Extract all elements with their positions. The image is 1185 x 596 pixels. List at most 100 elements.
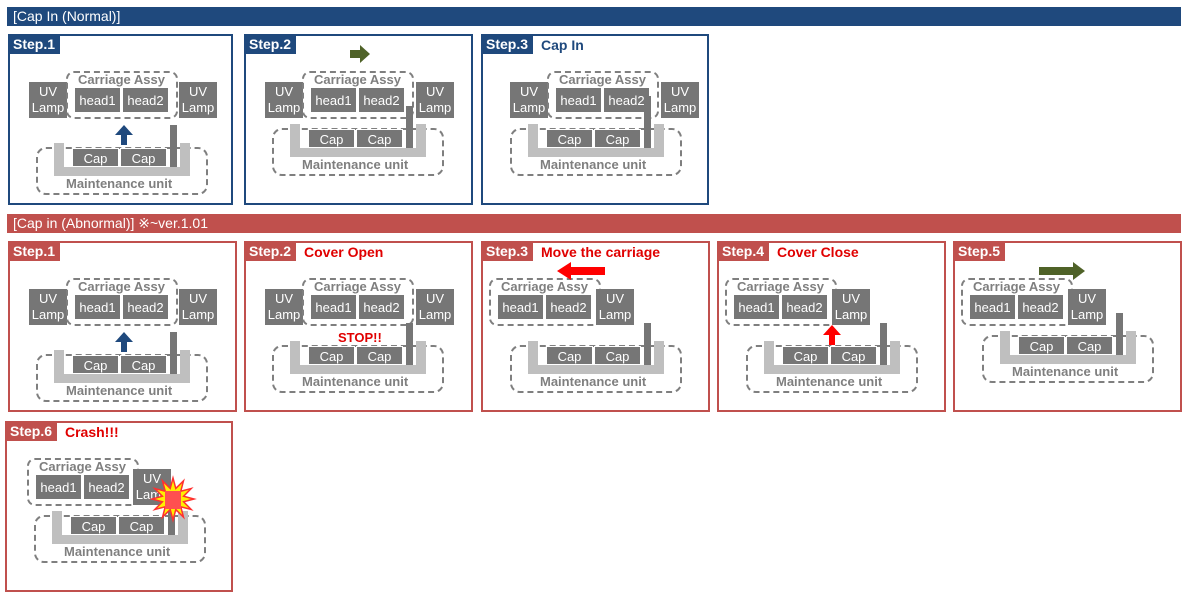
cap: Cap bbox=[72, 355, 119, 374]
uv-lamp-label-line1: UV bbox=[188, 291, 208, 306]
right-arrow-icon bbox=[350, 45, 370, 63]
cap: Cap bbox=[830, 346, 877, 365]
right-arrow-icon bbox=[1039, 262, 1085, 280]
maintenance-tray bbox=[290, 148, 426, 157]
maintenance-tray-wall bbox=[528, 341, 538, 367]
maintenance-tray-wall bbox=[528, 124, 538, 150]
maintenance-post bbox=[644, 96, 651, 148]
step-label: Step.3 bbox=[481, 34, 534, 54]
head2: head2 bbox=[781, 294, 828, 320]
carriage-assy-outline bbox=[66, 278, 178, 326]
head1: head1 bbox=[733, 294, 780, 320]
cap: Cap bbox=[782, 346, 829, 365]
uv-lamp-label-line2: Lamp bbox=[31, 307, 65, 322]
cap: Cap bbox=[356, 129, 403, 148]
cap: Cap bbox=[1066, 336, 1113, 355]
uv-lamp-label-line1: UV bbox=[841, 291, 861, 306]
maintenance-tray-wall bbox=[178, 511, 188, 537]
arrow-shape bbox=[115, 332, 133, 352]
explosion-core bbox=[165, 491, 181, 509]
uv-lamp-label-line2: Lamp bbox=[598, 307, 632, 322]
step-label: Step.5 bbox=[953, 241, 1006, 261]
head2: head2 bbox=[545, 294, 592, 320]
carriage-assy-label: Carriage Assy bbox=[314, 279, 401, 294]
arrow-shape bbox=[557, 262, 605, 280]
cap: Cap bbox=[1018, 336, 1065, 355]
uv-lamp-label-line2: Lamp bbox=[31, 100, 65, 115]
carriage-assy-outline bbox=[66, 71, 178, 119]
uv-lamp-label-line2: Lamp bbox=[181, 307, 215, 322]
maintenance-unit-label: Maintenance unit bbox=[66, 176, 173, 191]
arrow-shape bbox=[350, 45, 370, 63]
uv-lamp-label-line1: UV bbox=[38, 84, 58, 99]
maintenance-post bbox=[406, 323, 413, 365]
stop-label: STOP!! bbox=[338, 330, 382, 345]
maintenance-tray-wall bbox=[1000, 331, 1010, 357]
cap: Cap bbox=[308, 346, 355, 365]
head2: head2 bbox=[358, 294, 405, 320]
uv-lamp-label-line2: Lamp bbox=[1070, 307, 1104, 322]
carriage-assy-outline bbox=[302, 71, 414, 119]
uv-lamp-label-line2: Lamp bbox=[267, 307, 301, 322]
maintenance-tray bbox=[54, 374, 190, 383]
uv-lamp-label-line2: Lamp bbox=[418, 307, 452, 322]
maintenance-tray-wall bbox=[416, 341, 426, 367]
uv-lamp-label-line2: Lamp bbox=[663, 100, 697, 115]
cap: Cap bbox=[72, 148, 119, 167]
arrow-shape bbox=[1039, 262, 1085, 280]
cap: Cap bbox=[594, 346, 641, 365]
cap: Cap bbox=[118, 516, 165, 535]
uv-lamp-label-line1: UV bbox=[274, 84, 294, 99]
maintenance-tray-wall bbox=[890, 341, 900, 367]
head1: head1 bbox=[555, 87, 602, 113]
head1: head1 bbox=[969, 294, 1016, 320]
explosion-icon bbox=[149, 475, 197, 523]
carriage-assy-label: Carriage Assy bbox=[314, 72, 401, 87]
maintenance-unit-label: Maintenance unit bbox=[1012, 364, 1119, 379]
cap: Cap bbox=[120, 355, 167, 374]
uv-lamp-label-line1: UV bbox=[670, 84, 690, 99]
maintenance-tray-wall bbox=[180, 143, 190, 169]
step-caption: Cover Open bbox=[304, 244, 384, 260]
uv-lamp-label-line2: Lamp bbox=[512, 100, 546, 115]
maintenance-unit-label: Maintenance unit bbox=[64, 544, 171, 559]
maintenance-tray bbox=[528, 365, 664, 374]
head2: head2 bbox=[603, 87, 650, 113]
uv-lamp-label-line1: UV bbox=[274, 291, 294, 306]
maintenance-post bbox=[170, 125, 177, 167]
uv-lamp-label-line1: UV bbox=[605, 291, 625, 306]
carriage-assy-outline bbox=[547, 71, 659, 119]
normal-section-title: [Cap In (Normal)] bbox=[7, 7, 1181, 26]
maintenance-tray bbox=[1000, 355, 1136, 364]
left-arrow-icon bbox=[557, 262, 605, 280]
cap: Cap bbox=[356, 346, 403, 365]
carriage-assy-label: Carriage Assy bbox=[78, 72, 165, 87]
maintenance-tray bbox=[54, 167, 190, 176]
maintenance-unit-label: Maintenance unit bbox=[540, 374, 647, 389]
maintenance-post bbox=[1116, 313, 1123, 355]
carriage-assy-label: Carriage Assy bbox=[559, 72, 646, 87]
maintenance-post bbox=[880, 323, 887, 365]
maintenance-tray-wall bbox=[764, 341, 774, 367]
maintenance-unit-label: Maintenance unit bbox=[66, 383, 173, 398]
carriage-assy-label: Carriage Assy bbox=[39, 459, 126, 474]
step-label: Step.1 bbox=[8, 34, 61, 54]
head2: head2 bbox=[122, 87, 169, 113]
step-label: Step.4 bbox=[717, 241, 770, 261]
